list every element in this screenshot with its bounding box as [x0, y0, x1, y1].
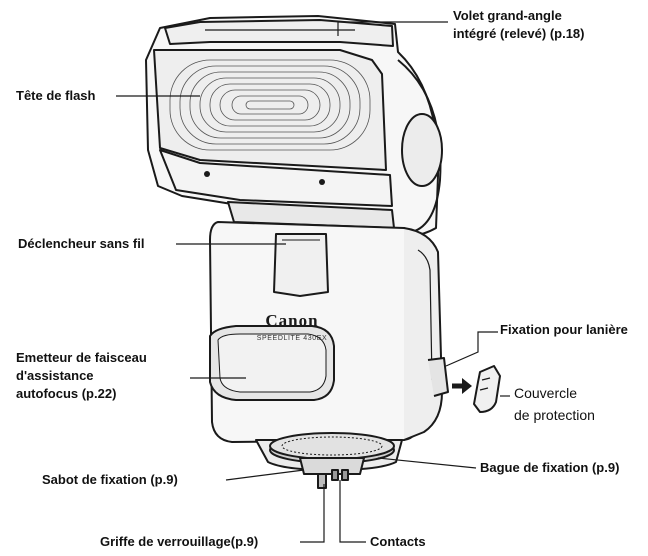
- label-cover-line2: de protection: [514, 406, 595, 424]
- leader-strap-mount: [446, 332, 498, 366]
- label-flash-head: Tête de flash: [16, 88, 95, 104]
- label-af-emitter-line1: Emetteur de faisceau: [16, 350, 147, 366]
- label-af-emitter-line3: autofocus (p.22): [16, 386, 116, 402]
- label-wide-panel-line2: intégré (relevé) (p.18): [453, 26, 585, 42]
- label-contacts: Contacts: [370, 534, 426, 550]
- protective-cover-illustration: [474, 366, 500, 412]
- model-name: SPEEDLITE 430EX: [257, 335, 327, 342]
- label-mounting-foot: Sabot de fixation (p.9): [42, 472, 178, 488]
- label-wireless-release: Déclencheur sans fil: [18, 236, 144, 252]
- label-wide-panel-line1: Volet grand-angle: [453, 8, 562, 24]
- label-strap-mount: Fixation pour lanière: [500, 322, 628, 338]
- label-locking-pin: Griffe de verrouillage(p.9): [100, 534, 258, 550]
- label-mounting-ring: Bague de fixation (p.9): [480, 460, 619, 476]
- leader-contacts: [340, 480, 366, 542]
- leader-mounting-foot: [226, 470, 304, 480]
- label-cover-line1: Couvercle: [514, 384, 577, 402]
- flash-body-illustration: [210, 202, 448, 470]
- label-af-emitter-line2: d'assistance: [16, 368, 94, 384]
- brand-logo: Canon: [265, 311, 318, 330]
- arrow-right-icon: [452, 378, 472, 394]
- leader-locking-pin: [300, 484, 324, 542]
